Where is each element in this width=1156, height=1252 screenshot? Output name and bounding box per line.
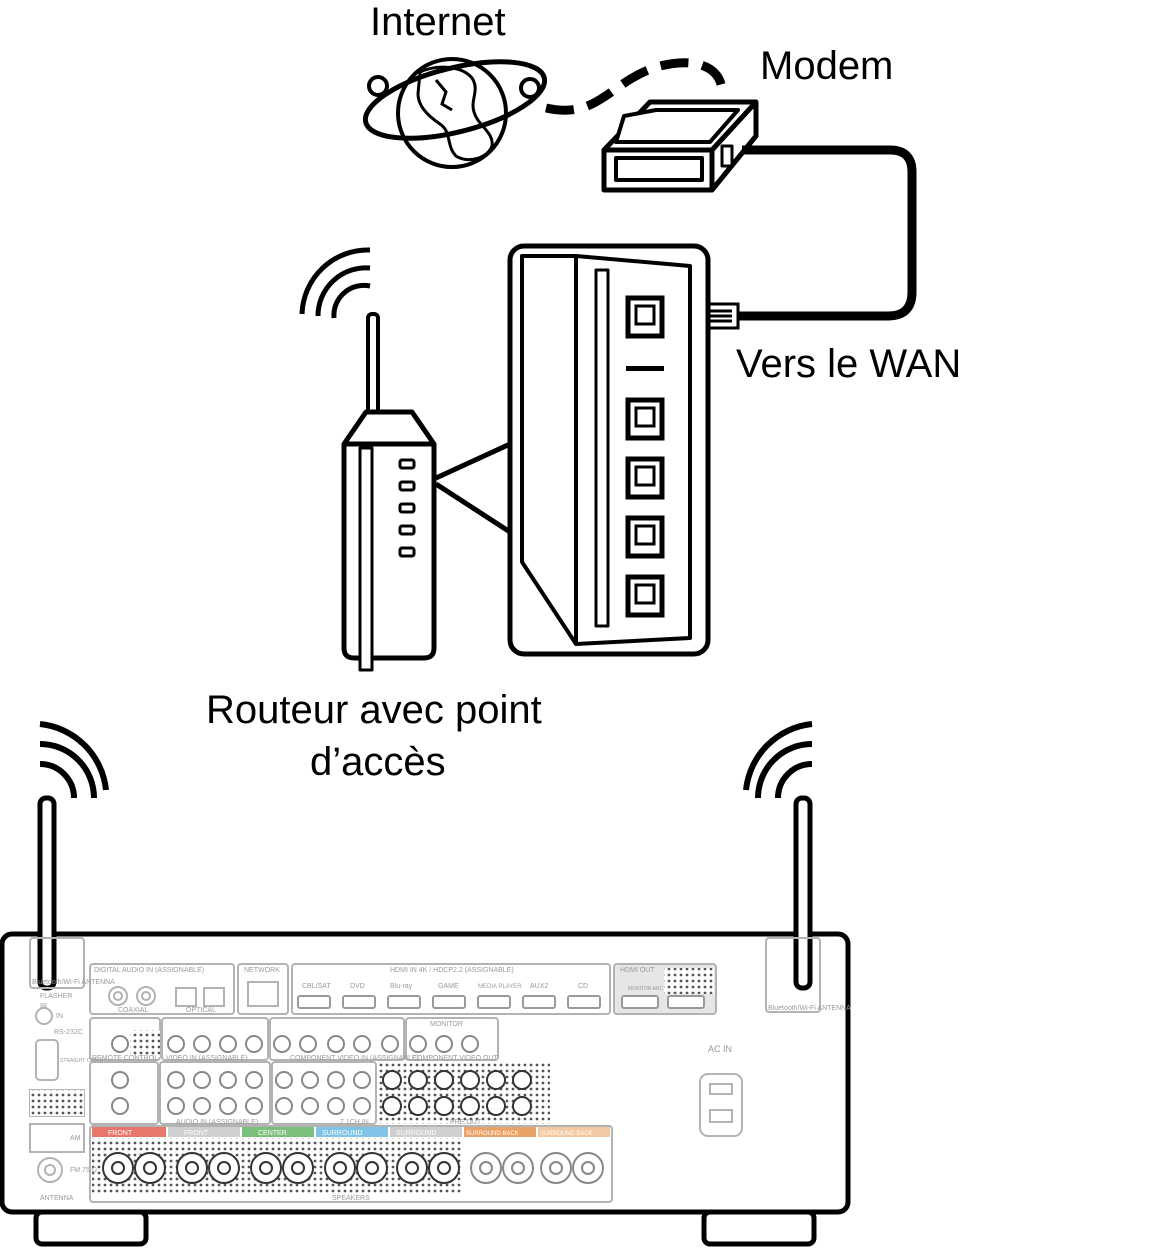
surround-color-bar	[316, 1127, 388, 1137]
surround-back-color-bar	[464, 1127, 536, 1137]
hdmi-in-2: DVD	[350, 983, 365, 990]
receiver-antenna-left	[37, 795, 57, 991]
front-label: FRONT	[108, 1130, 133, 1137]
center-color-bar	[242, 1127, 314, 1137]
hdmi-in-4: GAME	[438, 983, 459, 990]
router-leds	[398, 458, 416, 558]
speaker-terminals-back	[470, 1152, 604, 1184]
center-label: CENTER	[258, 1130, 287, 1137]
component-out-label: COMPONENT VIDEO OUT	[412, 1055, 499, 1062]
receiver-foot-left	[33, 1209, 149, 1247]
surround-label: SURROUND	[322, 1130, 362, 1137]
flasher-label: FLASHER	[40, 993, 72, 1000]
antenna-right-label: Bluetooth/Wi-Fi ANTENNA	[768, 1005, 851, 1012]
internet-modem-link	[545, 58, 727, 115]
antenna-left-label: Bluetooth/Wi-Fi ANTENNA	[32, 979, 115, 986]
rs232c-label: RS-232C	[54, 1029, 83, 1036]
ac-in-label: AC IN	[708, 1044, 732, 1054]
globe-icon	[362, 57, 548, 169]
network-label: NETWORK	[244, 967, 280, 974]
speaker-terminals	[102, 1152, 460, 1184]
optical-label: OPTICAL	[186, 1007, 216, 1014]
receiver-foot-right	[701, 1209, 817, 1247]
modem-device	[601, 99, 759, 193]
zoom-callout	[434, 441, 512, 535]
fm-label: FM 75 Ω	[70, 1167, 97, 1174]
preout-jacks	[382, 1070, 532, 1116]
hdmi-in-1: CBL/SAT	[302, 983, 331, 990]
surround-back-label: SURROUND BACK	[466, 1131, 519, 1137]
ch-in-label: 7.1CH IN	[340, 1119, 369, 1126]
front-color-bar	[92, 1127, 166, 1137]
router-antenna	[366, 312, 380, 428]
wan-label: Vers le WAN	[736, 342, 962, 386]
wan-port	[625, 295, 665, 339]
hdmi-in-5: MEDIA PLAYER	[478, 984, 522, 990]
router-device	[341, 409, 437, 672]
router-label-line1: Routeur avec point	[206, 688, 542, 732]
router-label-line2: d’accès	[310, 740, 446, 784]
straight-cable-label: STRAIGHT CABLE	[60, 1058, 104, 1064]
wan-cable	[738, 145, 917, 321]
surround2-color-bar	[390, 1127, 462, 1137]
digital-audio-label: DIGITAL AUDIO IN (ASSIGNABLE)	[94, 967, 204, 974]
hdmi-in-label: HDMI IN 4K / HDCP2.2 (ASSIGNABLE)	[390, 967, 514, 974]
front2-label: FRONT	[184, 1130, 209, 1137]
hdmi-out-label: HDMI OUT	[620, 967, 655, 974]
router-wifi-signal	[299, 247, 371, 319]
receiver-wifi-signal-right	[743, 721, 813, 799]
hdmi-out-ports	[621, 995, 705, 1009]
hdmi-out-dotted	[664, 968, 714, 994]
hdmi-in-3: Blu-ray	[390, 983, 413, 990]
internet-label: Internet	[370, 0, 506, 44]
remote-dotted	[130, 1030, 160, 1058]
audio-in-label: AUDIO IN (ASSIGNABLE)	[176, 1119, 258, 1126]
modem-label: Modem	[760, 44, 894, 88]
flasher-dotted	[30, 1090, 84, 1116]
hdmi-in-7: CD	[578, 983, 588, 990]
pre-out-label: PRE OUT	[450, 1119, 482, 1126]
antenna-label: ANTENNA	[40, 1195, 74, 1202]
port-divider	[626, 366, 664, 371]
surround-back2-color-bar	[538, 1127, 610, 1137]
in-label: IN	[56, 1013, 63, 1020]
hdmi-in-6: AUX2	[530, 983, 548, 990]
receiver-wifi-signal-left	[39, 721, 109, 799]
video-in-label: VIDEO IN (ASSIGNABLE)	[166, 1055, 248, 1062]
surround-back2-label: SURROUND BACK	[540, 1131, 593, 1137]
am-label: AM	[70, 1135, 81, 1142]
coaxial-label: COAXIAL	[118, 1007, 148, 1014]
monitor-arc-label: MONITOR ARC	[628, 986, 664, 992]
speakers-label: SPEAKERS	[332, 1195, 370, 1202]
hdmi-in-ports	[297, 995, 601, 1009]
surround2-label: SURROUND	[396, 1130, 436, 1137]
router-back-panel	[507, 243, 711, 657]
lan-ports	[625, 397, 665, 618]
ir-label: IR	[40, 1003, 47, 1010]
receiver-antenna-right	[793, 795, 813, 991]
component-in-label: COMPONENT VIDEO IN (ASSIGNABLE)	[290, 1055, 419, 1062]
monitor-label: MONITOR	[430, 1021, 463, 1028]
front2-color-bar	[168, 1127, 240, 1137]
remote-control-label: REMOTE CONTROL	[92, 1055, 158, 1062]
